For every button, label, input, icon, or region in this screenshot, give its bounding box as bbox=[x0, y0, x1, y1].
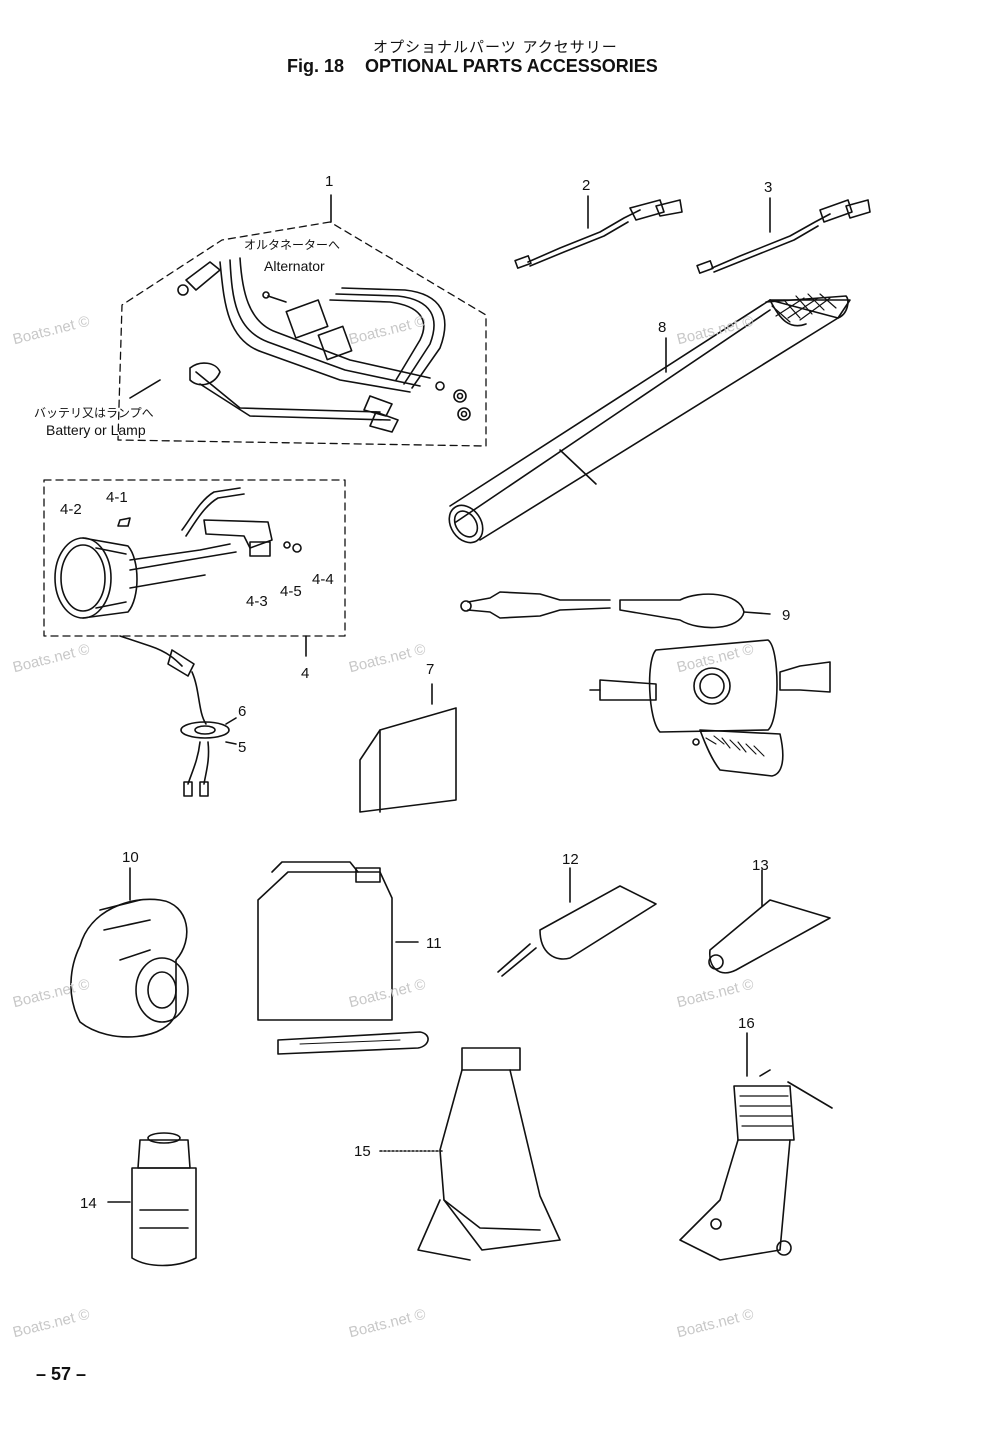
callout-labels: 1 2 3 4 4-1 4-2 4-3 4-4 4-5 5 6 7 8 9 10… bbox=[60, 173, 790, 1212]
part-9-fuel-pump-assembly bbox=[460, 591, 831, 777]
part-16-hand-cart bbox=[679, 1032, 833, 1261]
battery-label-jp: バッテリ又はランプへ bbox=[34, 406, 154, 420]
part-3-cable bbox=[696, 197, 871, 274]
title-japanese: オプショナルパーツ アクセサリー bbox=[373, 38, 618, 56]
part-2-cable bbox=[514, 195, 683, 269]
alternator-label-jp: オルタネーターへ bbox=[244, 238, 341, 252]
callout-2: 2 bbox=[582, 177, 590, 194]
part-11-oil-container bbox=[257, 861, 429, 1055]
part-15-engine-stand bbox=[379, 1047, 561, 1261]
part-1-wiring-harness bbox=[117, 194, 487, 447]
part-13-lubricant-tube bbox=[708, 869, 831, 974]
callout-14: 14 bbox=[80, 1195, 97, 1212]
callout-12: 12 bbox=[562, 851, 579, 868]
callout-8: 8 bbox=[658, 319, 666, 336]
callout-13: 13 bbox=[752, 857, 769, 874]
part-4-tachometer-kit bbox=[43, 479, 346, 725]
callout-3: 3 bbox=[764, 179, 772, 196]
callout-4-3: 4-3 bbox=[246, 593, 268, 610]
callout-6: 6 bbox=[238, 703, 246, 720]
part-14-spray-can bbox=[107, 1132, 197, 1267]
callout-15: 15 bbox=[354, 1143, 371, 1160]
battery-label: Battery or Lamp bbox=[46, 422, 146, 438]
part-7-spare-pouch bbox=[359, 683, 457, 813]
callout-4-5: 4-5 bbox=[280, 583, 302, 600]
figure-title-text: OPTIONAL PARTS ACCESSORIES bbox=[365, 56, 658, 76]
page-number: – 57 – bbox=[36, 1364, 87, 1384]
callout-11: 11 bbox=[426, 935, 442, 952]
part-10-spool bbox=[70, 867, 189, 1038]
figure-title: Fig. 18 OPTIONAL PARTS ACCESSORIES bbox=[287, 56, 658, 77]
callout-4: 4 bbox=[301, 665, 309, 682]
callout-10: 10 bbox=[122, 849, 139, 866]
part-8-tiller-handle bbox=[448, 293, 851, 544]
callout-7: 7 bbox=[426, 661, 434, 678]
callout-4-4: 4-4 bbox=[312, 571, 334, 588]
part-5-6-grommet-leads bbox=[180, 717, 237, 797]
callout-16: 16 bbox=[738, 1015, 755, 1032]
callout-5: 5 bbox=[238, 739, 246, 756]
callout-4-1: 4-1 bbox=[106, 489, 128, 506]
callout-1: 1 bbox=[325, 173, 333, 190]
callout-9: 9 bbox=[782, 607, 790, 624]
alternator-label: Alternator bbox=[264, 258, 325, 274]
callout-4-2: 4-2 bbox=[60, 501, 82, 518]
part-12-grease-tube bbox=[497, 867, 657, 977]
figure-number: Fig. 18 bbox=[287, 56, 345, 76]
